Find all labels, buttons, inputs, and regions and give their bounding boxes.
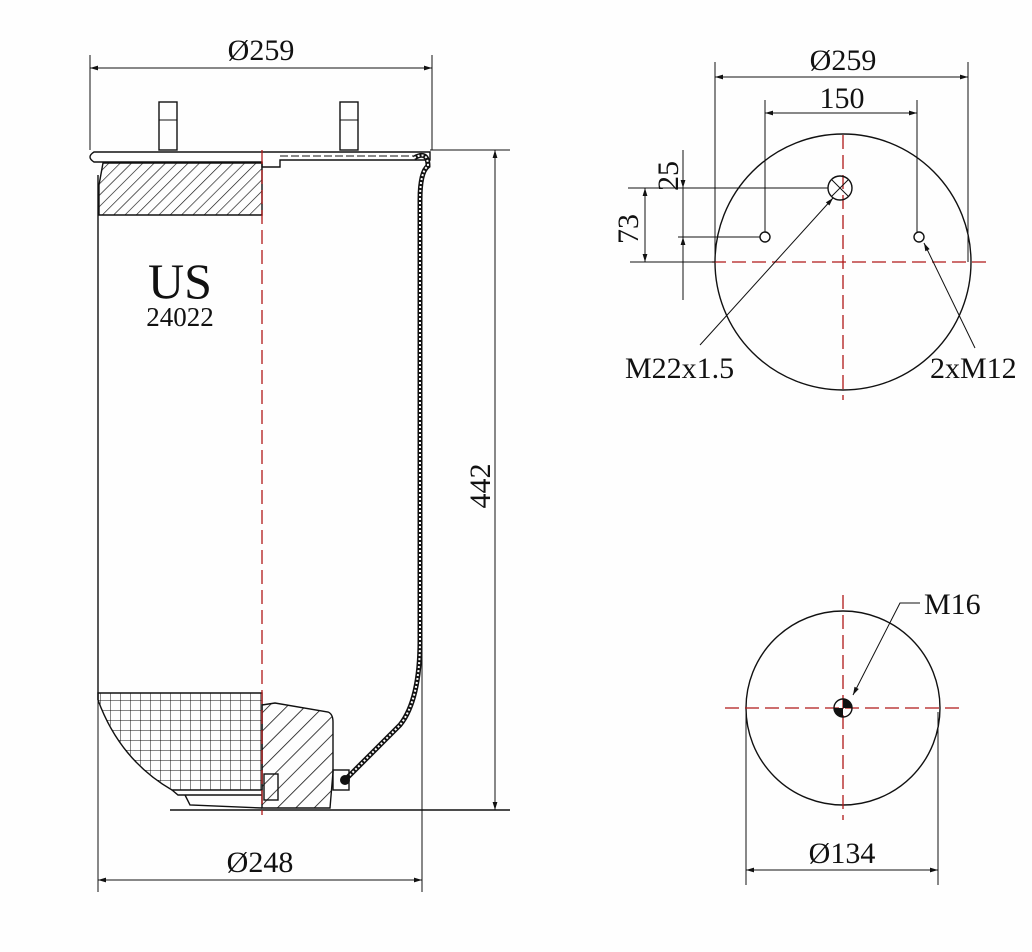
bottom-diameter-dim: Ø248 <box>227 846 294 879</box>
top-diameter-dim: Ø259 <box>228 34 295 67</box>
bottom-view: M16 Ø134 <box>725 588 981 885</box>
part-number: 24022 <box>146 302 214 332</box>
top-view-diameter-dim: Ø259 <box>810 44 877 77</box>
stud-hole-left <box>759 231 771 243</box>
stud-left <box>158 101 178 151</box>
offset-25-dim: 25 <box>652 161 685 191</box>
port-thread-label: M22x1.5 <box>625 352 734 385</box>
upper-bead-section <box>98 162 263 216</box>
bottom-view-diameter-dim: Ø134 <box>809 837 876 870</box>
piston-section-left <box>97 692 263 791</box>
stud-spacing-dim: 150 <box>820 82 865 115</box>
side-view: US 24022 Ø259 442 Ø248 <box>89 34 510 892</box>
top-view: Ø259 150 25 73 M22x1.5 2xM12 <box>612 44 1017 400</box>
height-dim: 442 <box>464 464 497 509</box>
offset-73-dim: 73 <box>612 214 645 244</box>
piston-section-right <box>261 702 334 809</box>
brand-label: US <box>148 253 212 309</box>
stud-thread-label: 2xM12 <box>930 352 1017 385</box>
bottom-thread-label: M16 <box>924 588 981 621</box>
stud-hole-right <box>913 231 925 243</box>
stud-right <box>339 101 359 151</box>
top-plate <box>89 151 431 168</box>
